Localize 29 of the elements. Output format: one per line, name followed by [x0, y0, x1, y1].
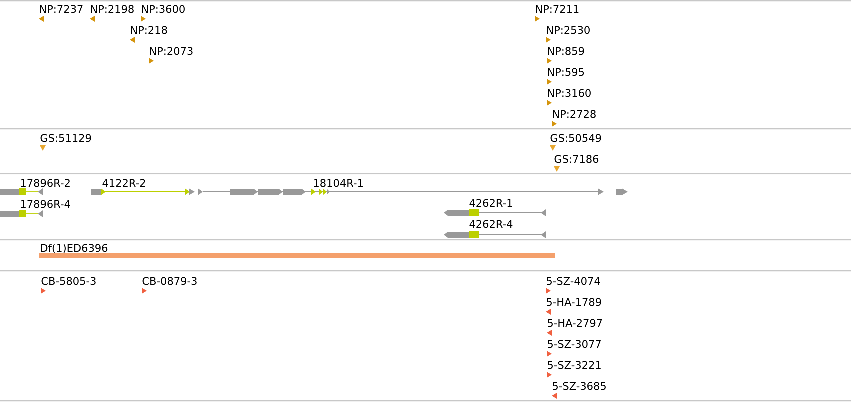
feature-label: NP:595 [548, 68, 584, 76]
feature-label: 4262R-1 [470, 199, 512, 208]
feature-label: 5-SZ-3077 [548, 340, 601, 348]
feature-label: 5-HA-2797 [548, 319, 602, 328]
feature-label: 4262R-4 [470, 220, 513, 228]
feature-label: 17896R-4 [21, 200, 70, 208]
feature-label: NP:2073 [150, 47, 193, 56]
feature-label: GS:51129 [40, 134, 92, 142]
feature-label: GS:50549 [550, 134, 602, 142]
feature-label: NP:2530 [547, 26, 590, 34]
feature-label: Df(1)ED6396 [41, 244, 108, 254]
feature-label: 5-SZ-4074 [547, 277, 600, 286]
feature-label: 5-SZ-3685 [553, 382, 606, 390]
feature-label: 5-HA-1789 [547, 298, 602, 306]
feature-label: NP:7211 [536, 5, 579, 13]
feature-label: NP:218 [131, 26, 168, 34]
feature-label: 5-SZ-3221 [548, 361, 601, 370]
feature-label: NP:3600 [142, 5, 185, 14]
feature-label: NP:2198 [91, 5, 134, 14]
feature-label: NP:7237 [40, 5, 83, 14]
feature-label: NP:3160 [548, 89, 591, 98]
feature-label: NP:859 [548, 47, 584, 56]
feature-label: 18104R-1 [314, 179, 363, 188]
feature-label: CB-0879-3 [142, 277, 197, 286]
feature-label: 4122R-2 [102, 179, 146, 187]
feature-label: 17896R-2 [21, 179, 70, 188]
feature-label: CB-5805-3 [42, 277, 96, 286]
feature-label: GS:7186 [554, 155, 599, 164]
feature-label: NP:2728 [553, 110, 596, 118]
